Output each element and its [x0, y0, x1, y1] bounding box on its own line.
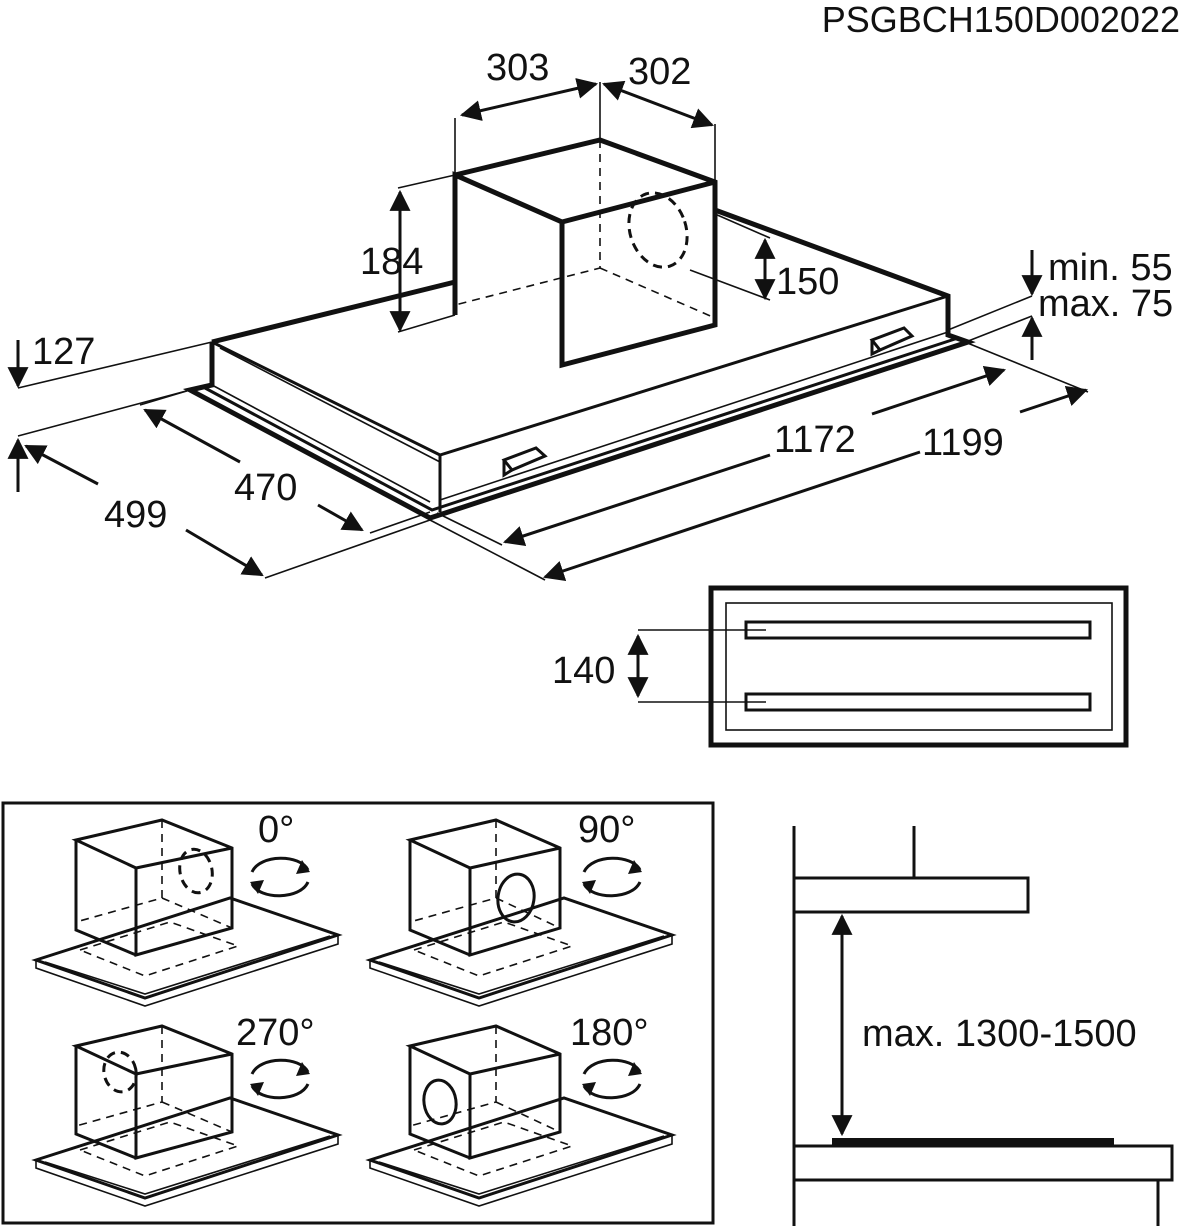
dim-slot-spacing: 140: [552, 650, 615, 692]
dim-width-outer: 1199: [922, 422, 1004, 464]
rotation-label-180: 180°: [570, 1012, 649, 1054]
dim-mounting-height: max. 1300-1500: [862, 1013, 1137, 1055]
dim-width-inner: 1172: [774, 419, 856, 461]
rotation-180: 180°: [365, 1012, 677, 1207]
dim-spigot-depth: 302: [628, 51, 691, 93]
dim-frame-height: 127: [32, 331, 95, 373]
mounting-height-view: max. 1300-1500: [792, 826, 1174, 1226]
rotation-label-0: 0°: [258, 809, 294, 851]
rotation-label-90: 90°: [578, 809, 635, 851]
dim-flange-max: max. 75: [1038, 283, 1173, 325]
dim-flange-min: min. 55: [1048, 247, 1173, 289]
rotation-0: 0°: [31, 809, 343, 1007]
dim-outlet-height: 150: [776, 261, 839, 303]
rotation-270: 270°: [31, 1012, 343, 1207]
slot-top-view: 140: [552, 585, 1129, 748]
dim-spigot-height: 184: [360, 241, 423, 283]
rotation-panel: 0° 90°: [1, 801, 715, 1225]
dim-spigot-width: 303: [486, 47, 549, 89]
rotation-90: 90°: [365, 809, 677, 1007]
document-code: PSGBCH150D002022: [822, 0, 1180, 40]
hood-isometric: 303 302 184 150 127 470 499 1172 1199 mi…: [7, 47, 1173, 581]
rotation-label-270: 270°: [236, 1012, 315, 1054]
dim-depth-inner: 470: [234, 467, 297, 509]
dim-depth-outer: 499: [104, 494, 167, 536]
